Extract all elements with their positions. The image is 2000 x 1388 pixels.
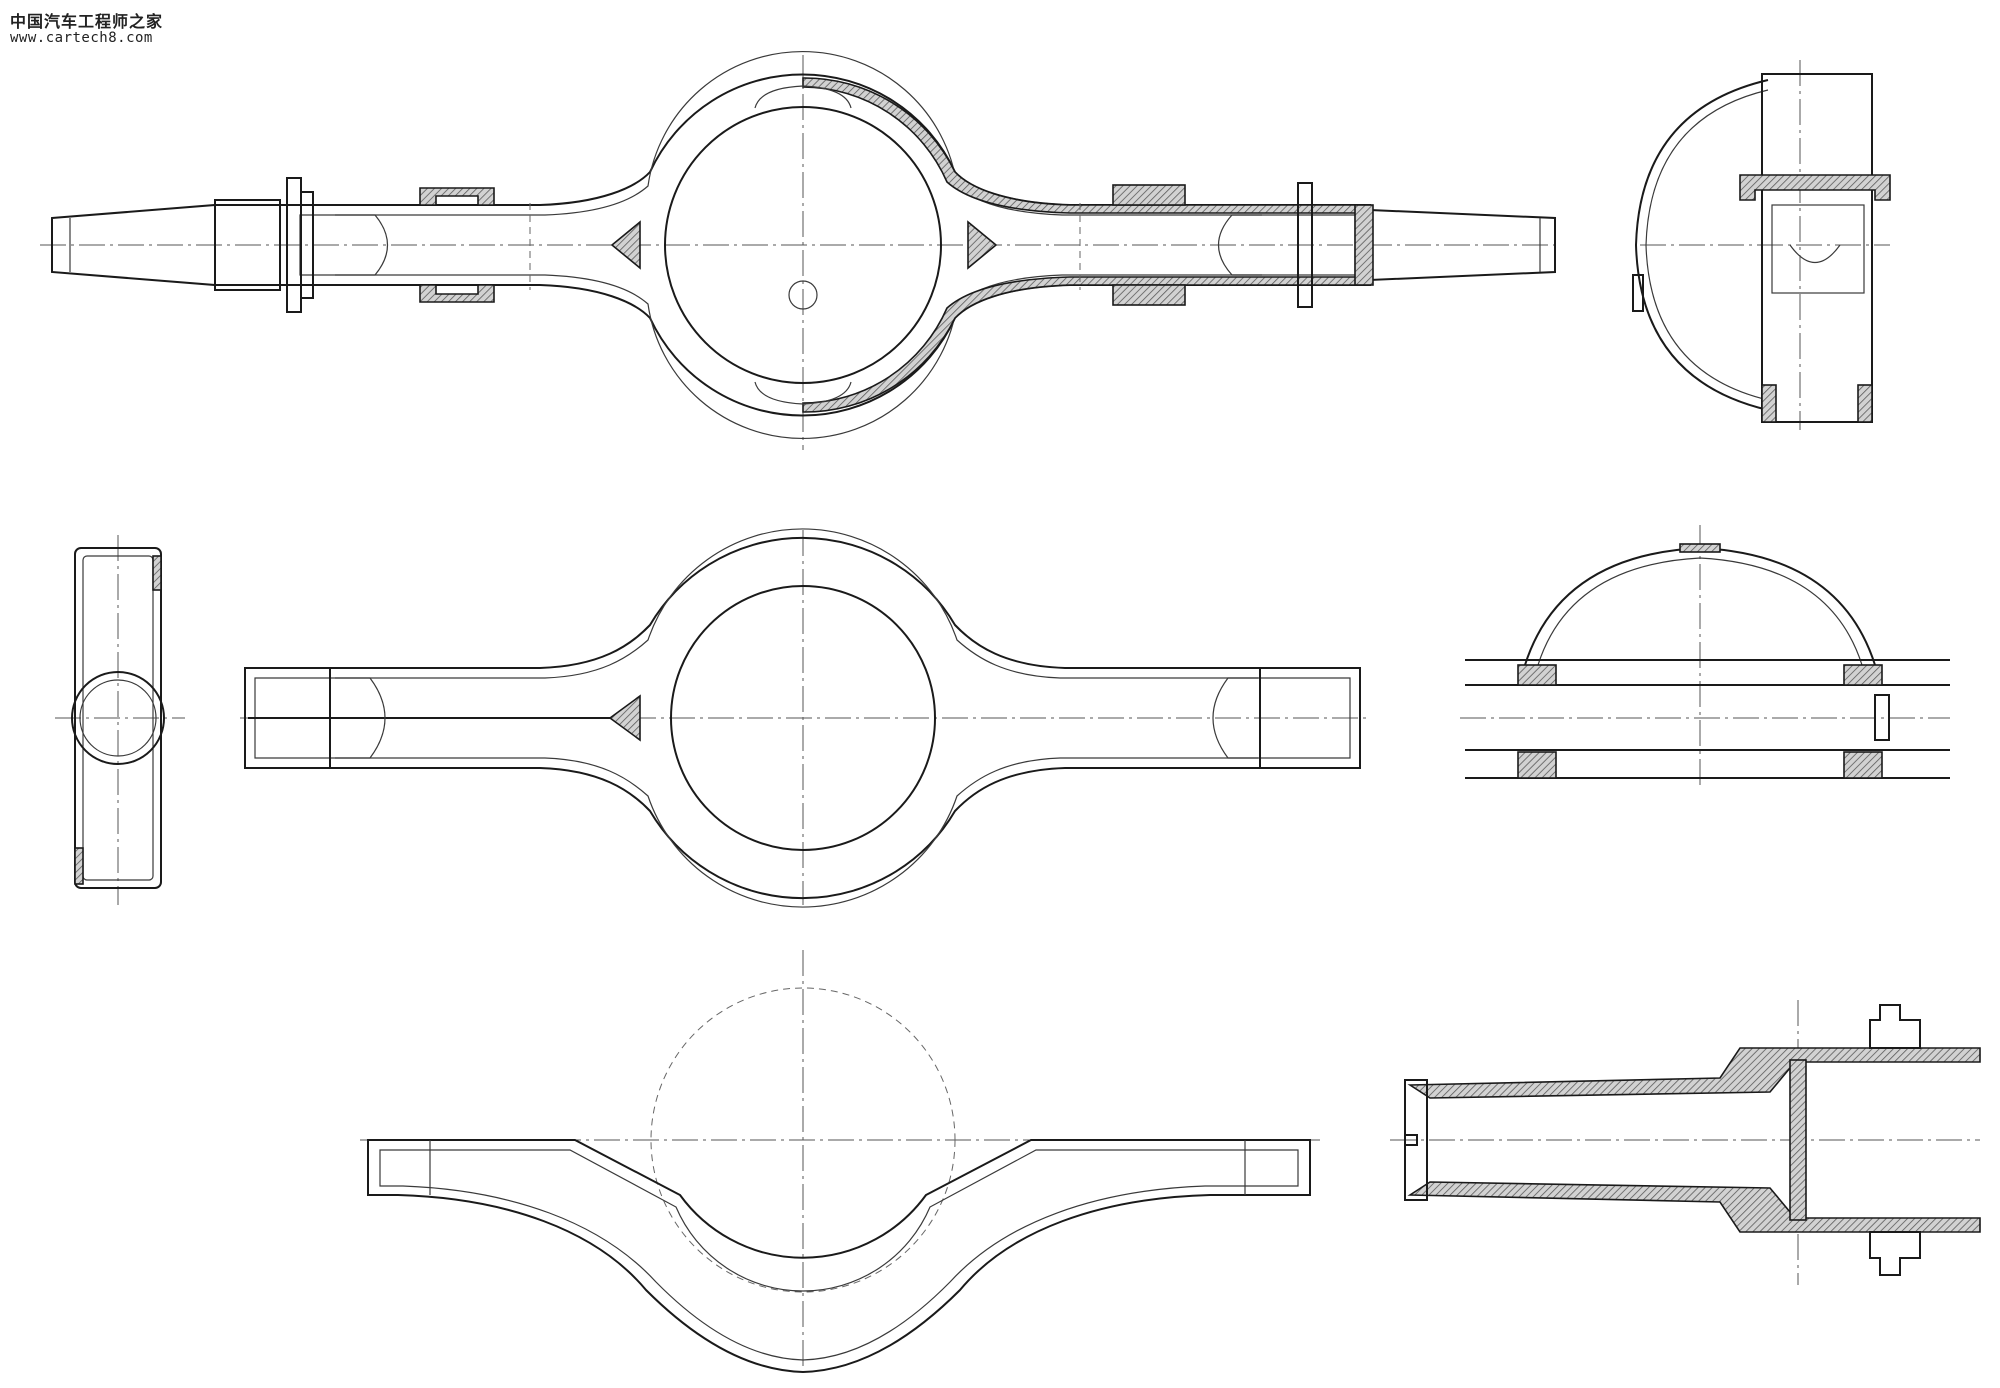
right-spring-seat-bottom (1112, 284, 1186, 306)
detail-spring-pad-top (1869, 1004, 1921, 1049)
plan-housing-outer (244, 536, 1361, 900)
end-view-tube-circle (71, 671, 165, 765)
plan-housing-inner (254, 528, 1351, 908)
side-housing-wall-top (1739, 174, 1891, 201)
top-flange-right-lower (1843, 751, 1883, 779)
top-flange-right-upper (1843, 664, 1883, 686)
lower-housing-outer (367, 1139, 1311, 1374)
front-section-view (40, 51, 1560, 450)
plan-view (240, 528, 1370, 908)
side-tube-outline (1771, 204, 1865, 294)
left-spring-seat-top (419, 187, 495, 206)
watermark-title: 中国汽车工程师之家 (10, 12, 164, 31)
end-view (55, 535, 185, 905)
end-view-inner (82, 555, 154, 881)
right-spring-pad-flange (1297, 182, 1313, 308)
detail-inner-sleeve (1789, 1059, 1807, 1221)
end-view-tube-inner-circle (79, 679, 157, 757)
side-bearing-cup (1789, 244, 1841, 263)
lower-phantom-circle (650, 987, 956, 1293)
lower-plan-view (360, 950, 1320, 1374)
left-tube-plug (335, 214, 388, 276)
bore-notch-bottom (754, 381, 852, 405)
watermark-url: www.cartech8.com (10, 30, 153, 46)
left-gusset (610, 220, 641, 270)
cover-dome-outline (1634, 79, 1769, 411)
detail-tube-wall-bottom (1407, 1181, 1981, 1233)
left-spring-seat-bottom (419, 284, 495, 303)
top-cover-boss (1679, 543, 1721, 553)
detail-tube-wall-top (1407, 1047, 1981, 1099)
bore-notch-top (754, 85, 852, 109)
top-end-plug (1874, 694, 1890, 741)
right-tube-sleeve (1354, 204, 1374, 286)
top-cover-dome-inner (1537, 557, 1863, 666)
right-gusset (967, 220, 998, 270)
right-spring-seat-top (1112, 184, 1186, 206)
tube-section-detail (1390, 1000, 1981, 1285)
side-housing-body (1761, 73, 1873, 423)
detail-spring-pad-bottom (1869, 1231, 1921, 1276)
plan-left-plug (335, 677, 386, 759)
drain-hole (788, 280, 818, 310)
side-section-view (1632, 60, 1891, 430)
cover-plug (1632, 274, 1644, 312)
top-flange-left-lower (1517, 751, 1557, 779)
plan-right-plug (1212, 677, 1258, 759)
left-flange-pilot (300, 191, 314, 299)
end-view-section-top (152, 555, 162, 591)
lower-housing-inner (379, 1149, 1299, 1361)
top-flange-left-upper (1517, 664, 1557, 686)
differential-bore (664, 106, 942, 384)
side-housing-wall-bottom-left (1761, 384, 1777, 423)
cover-dome-inner (1645, 89, 1769, 401)
left-hub-collar (214, 199, 281, 291)
plan-left-gusset (608, 694, 641, 742)
end-view-outline (74, 547, 162, 889)
right-tube-plug (1218, 214, 1262, 276)
plan-differential-opening (670, 585, 936, 851)
end-view-section-bottom (74, 847, 84, 885)
detail-key-slot (1404, 1134, 1418, 1146)
top-section-view (1460, 525, 1950, 790)
side-housing-wall-bottom-right (1857, 384, 1873, 423)
